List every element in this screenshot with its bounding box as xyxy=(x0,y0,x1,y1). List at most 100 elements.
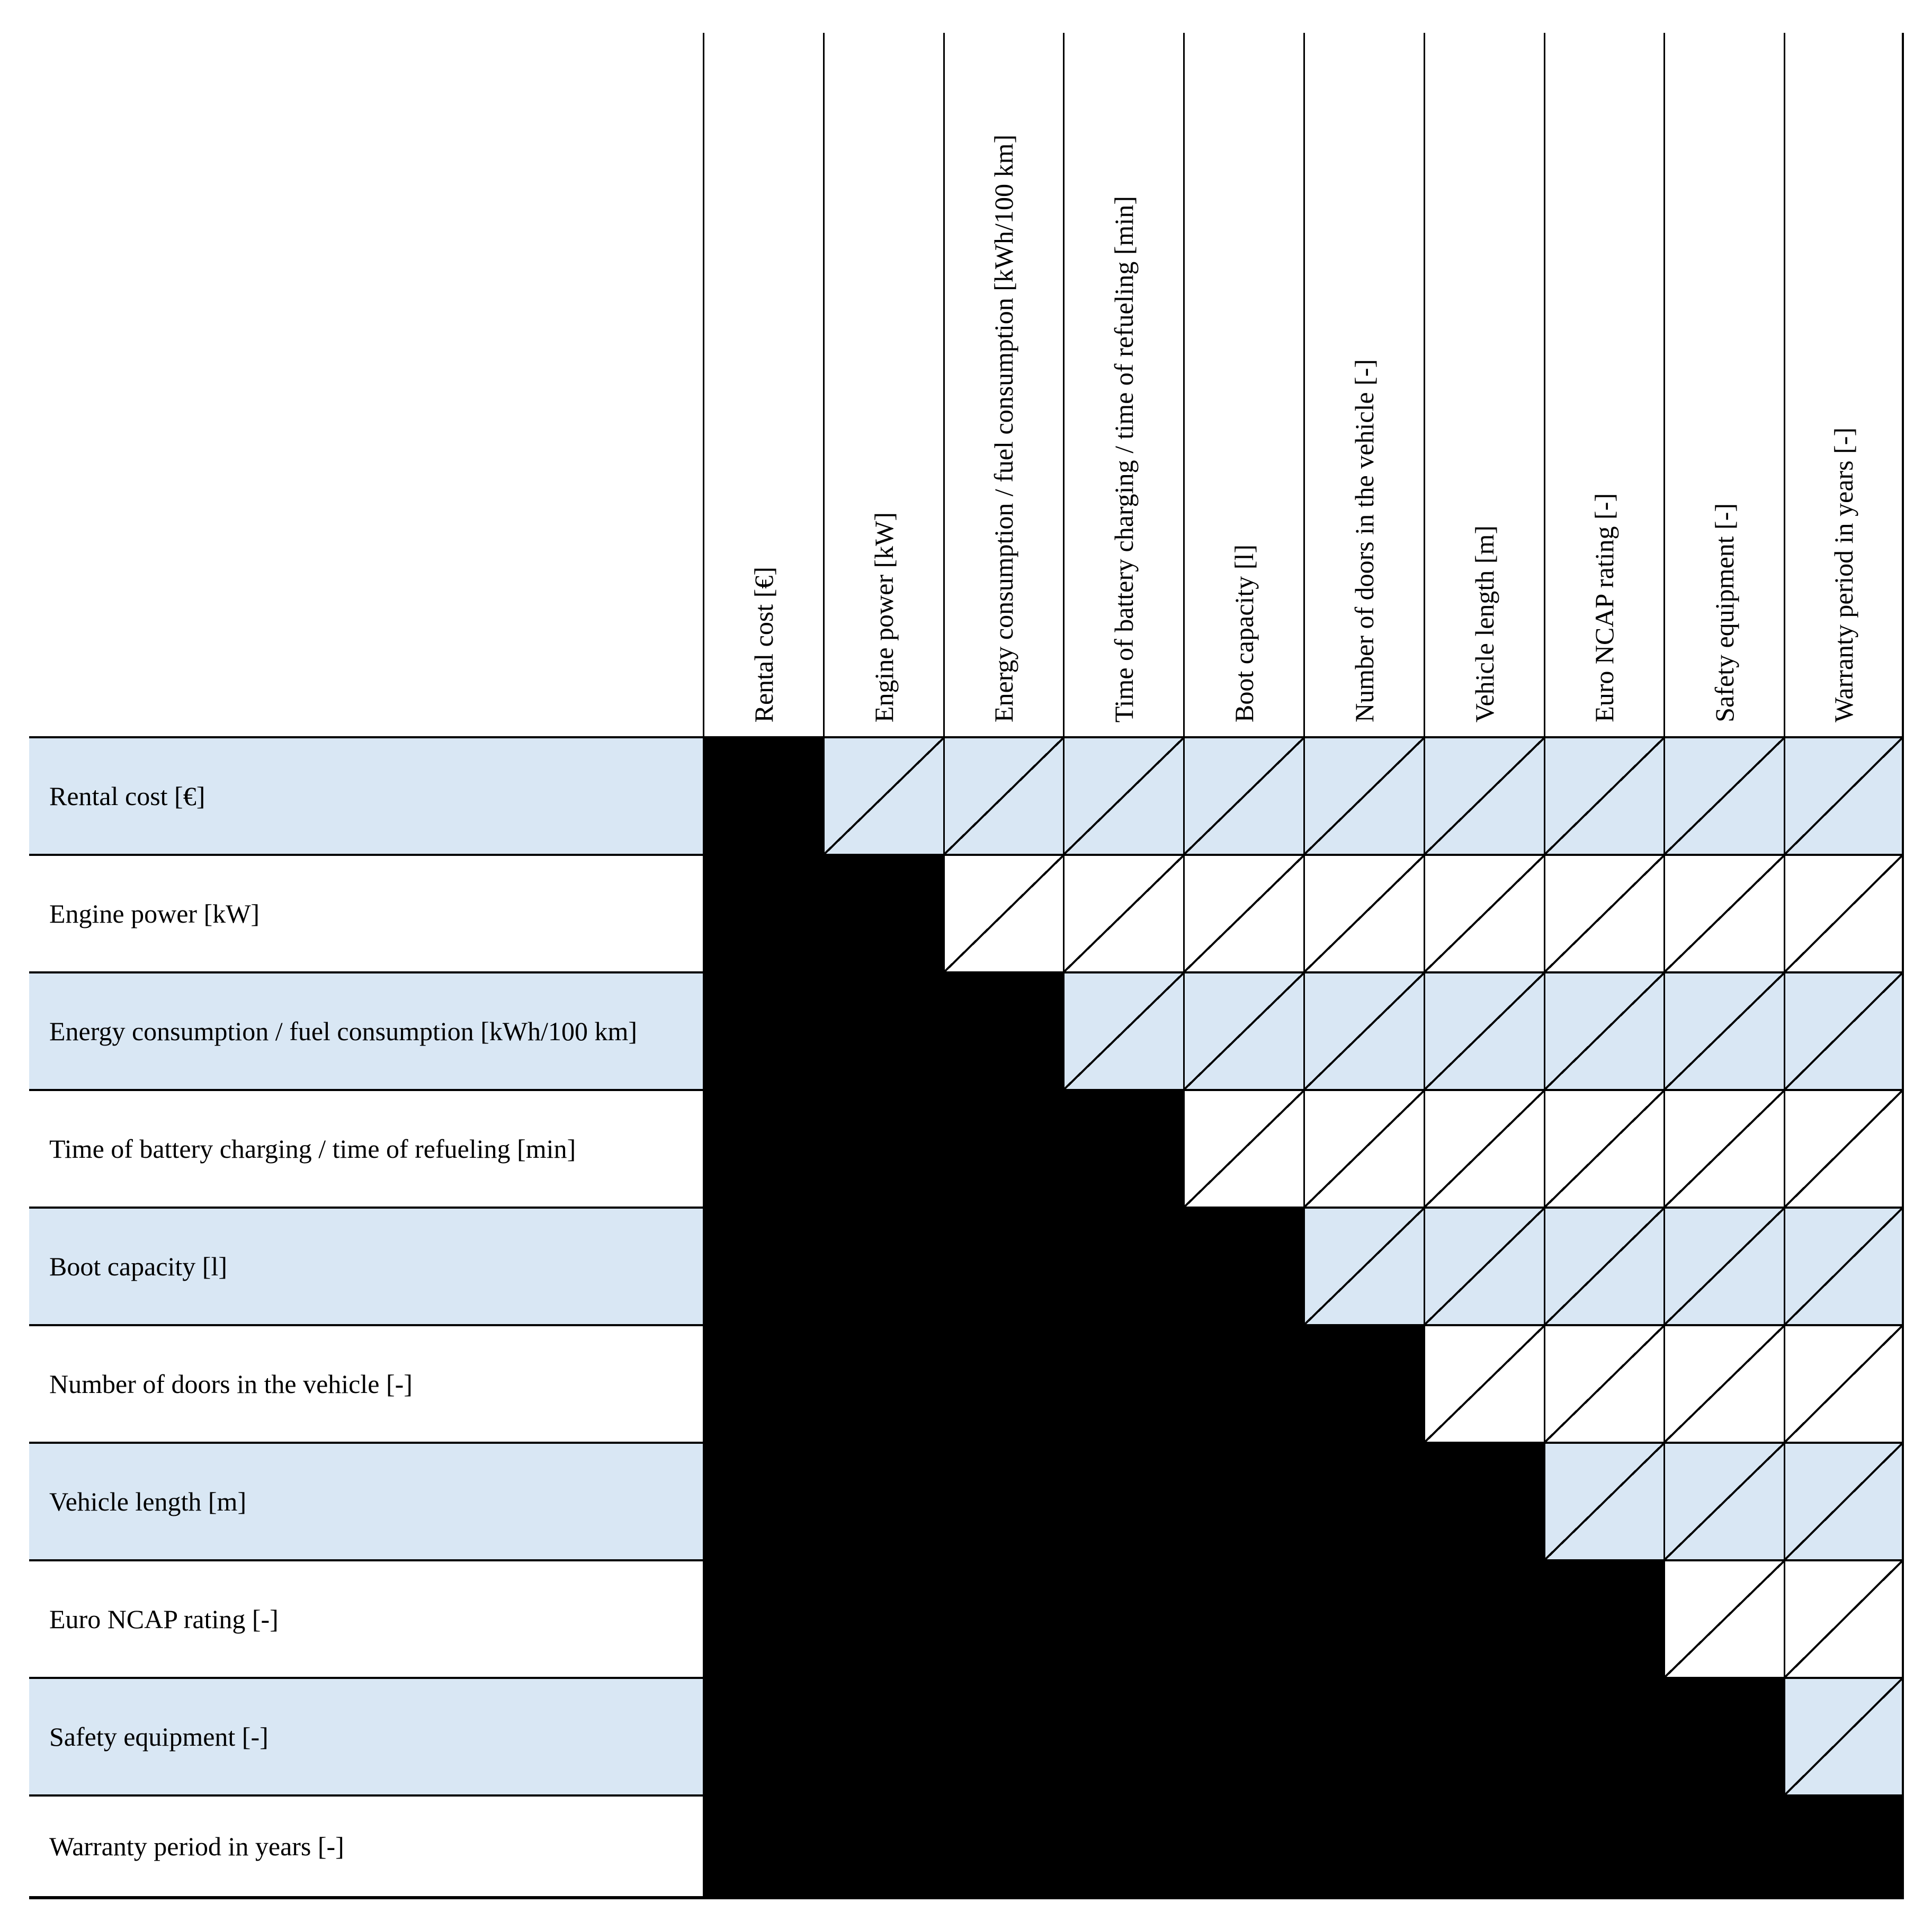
column-header-label: Euro NCAP rating [-] xyxy=(1589,493,1620,722)
matrix-cell-black-r9-c5 xyxy=(1183,1677,1303,1794)
criteria-comparison-table: Rental cost [€] Engine power [kW] Energy c… xyxy=(29,33,1904,1899)
column-header-cell-8: Euro NCAP rating [-] xyxy=(1543,33,1664,736)
matrix-cell-diagonal-r8-c9 xyxy=(1663,1559,1784,1677)
row-label: Engine power [kW] xyxy=(49,899,260,928)
matrix-cell-diagonal-r3-c6 xyxy=(1303,971,1424,1089)
matrix-cell-diagonal-r5-c10 xyxy=(1784,1207,1904,1324)
matrix-cell-diagonal-r2-c6 xyxy=(1303,854,1424,971)
row-label-cell-3: Energy consumption / fuel consumption [k… xyxy=(29,971,703,1089)
matrix-cell-diagonal-r7-c10 xyxy=(1784,1442,1904,1559)
matrix-cell-diagonal-r1-c10 xyxy=(1784,736,1904,854)
matrix-cell-black-r1-c1 xyxy=(703,736,823,854)
matrix-cell-black-r10-c4 xyxy=(1063,1794,1184,1899)
column-header-label: Energy consumption / fuel consumption [k… xyxy=(989,134,1019,722)
matrix-cell-black-r8-c6 xyxy=(1303,1559,1424,1677)
column-header-cell-4: Time of battery charging / time of refue… xyxy=(1063,33,1183,736)
matrix-cell-diagonal-r1-c8 xyxy=(1543,736,1664,854)
column-header-cell-7: Vehicle length [m] xyxy=(1423,33,1544,736)
row-label-cell-9: Safety equipment [-] xyxy=(29,1677,703,1794)
matrix-cell-black-r2-c2 xyxy=(822,854,943,971)
matrix-cell-diagonal-r6-c8 xyxy=(1543,1324,1664,1442)
matrix-cell-diagonal-r4-c9 xyxy=(1663,1089,1784,1207)
matrix-cell-black-r8-c5 xyxy=(1183,1559,1303,1677)
matrix-cell-diagonal-r1-c7 xyxy=(1423,736,1544,854)
matrix-cell-black-r3-c1 xyxy=(703,971,823,1089)
matrix-cell-black-r6-c3 xyxy=(943,1324,1063,1442)
matrix-cell-diagonal-r3-c9 xyxy=(1663,971,1784,1089)
matrix-cell-black-r4-c1 xyxy=(703,1089,823,1207)
matrix-cell-diagonal-r6-c10 xyxy=(1784,1324,1904,1442)
matrix-cell-black-r9-c4 xyxy=(1063,1677,1184,1794)
matrix-cell-black-r8-c8 xyxy=(1543,1559,1664,1677)
matrix-cell-black-r10-c5 xyxy=(1183,1794,1303,1899)
matrix-cell-diagonal-r6-c9 xyxy=(1663,1324,1784,1442)
matrix-cell-diagonal-r1-c6 xyxy=(1303,736,1424,854)
matrix-cell-black-r6-c4 xyxy=(1063,1324,1184,1442)
matrix-cell-diagonal-r2-c8 xyxy=(1543,854,1664,971)
column-header-label: Warranty period in years [-] xyxy=(1829,427,1859,722)
matrix-cell-diagonal-r3-c7 xyxy=(1423,971,1544,1089)
matrix-cell-black-r7-c3 xyxy=(943,1442,1063,1559)
matrix-cell-black-r8-c1 xyxy=(703,1559,823,1677)
matrix-cell-diagonal-r5-c6 xyxy=(1303,1207,1424,1324)
column-header-label: Vehicle length [m] xyxy=(1469,525,1499,722)
matrix-cell-diagonal-r1-c3 xyxy=(943,736,1063,854)
matrix-cell-black-r9-c6 xyxy=(1303,1677,1424,1794)
matrix-cell-diagonal-r3-c8 xyxy=(1543,971,1664,1089)
column-header-label: Time of battery charging / time of refue… xyxy=(1109,195,1139,722)
matrix-cell-diagonal-r3-c5 xyxy=(1183,971,1303,1089)
matrix-cell-black-r7-c6 xyxy=(1303,1442,1424,1559)
matrix-cell-diagonal-r2-c5 xyxy=(1183,854,1303,971)
matrix-cell-black-r8-c4 xyxy=(1063,1559,1184,1677)
matrix-cell-diagonal-r2-c7 xyxy=(1423,854,1544,971)
matrix-cell-diagonal-r4-c10 xyxy=(1784,1089,1904,1207)
matrix-cell-diagonal-r9-c10 xyxy=(1784,1677,1904,1794)
column-header-cell-2: Engine power [kW] xyxy=(822,33,943,736)
row-label-cell-7: Vehicle length [m] xyxy=(29,1442,703,1559)
matrix-cell-diagonal-r4-c6 xyxy=(1303,1089,1424,1207)
matrix-cell-black-r6-c1 xyxy=(703,1324,823,1442)
column-header-label: Engine power [kW] xyxy=(869,512,899,722)
column-header-label: Boot capacity [l] xyxy=(1229,544,1259,722)
column-header-label: Number of doors in the vehicle [-] xyxy=(1349,359,1379,722)
row-label: Warranty period in years [-] xyxy=(49,1831,344,1861)
matrix-cell-diagonal-r4-c8 xyxy=(1543,1089,1664,1207)
row-label: Vehicle length [m] xyxy=(49,1487,247,1516)
matrix-cell-diagonal-r3-c4 xyxy=(1063,971,1184,1089)
matrix-cell-black-r10-c2 xyxy=(822,1794,943,1899)
matrix-cell-black-r9-c7 xyxy=(1423,1677,1544,1794)
matrix-cell-black-r7-c2 xyxy=(822,1442,943,1559)
matrix-cell-black-r10-c10 xyxy=(1784,1794,1904,1899)
matrix-cell-diagonal-r2-c10 xyxy=(1784,854,1904,971)
column-header-cell-5: Boot capacity [l] xyxy=(1183,33,1303,736)
column-header-cell-6: Number of doors in the vehicle [-] xyxy=(1303,33,1424,736)
matrix-cell-black-r2-c1 xyxy=(703,854,823,971)
matrix-cell-black-r6-c5 xyxy=(1183,1324,1303,1442)
matrix-cell-diagonal-r2-c4 xyxy=(1063,854,1184,971)
matrix-cell-black-r8-c2 xyxy=(822,1559,943,1677)
matrix-cell-black-r5-c1 xyxy=(703,1207,823,1324)
matrix-cell-diagonal-r4-c5 xyxy=(1183,1089,1303,1207)
matrix-cell-black-r9-c3 xyxy=(943,1677,1063,1794)
matrix-cell-diagonal-r1-c2 xyxy=(822,736,943,854)
matrix-cell-black-r7-c7 xyxy=(1423,1442,1544,1559)
matrix-cell-black-r8-c7 xyxy=(1423,1559,1544,1677)
row-label-cell-10: Warranty period in years [-] xyxy=(29,1794,703,1899)
matrix-cell-black-r3-c3 xyxy=(943,971,1063,1089)
row-label: Boot capacity [l] xyxy=(49,1252,227,1281)
matrix-cell-black-r5-c5 xyxy=(1183,1207,1303,1324)
matrix-cell-black-r5-c3 xyxy=(943,1207,1063,1324)
matrix-cell-diagonal-r2-c9 xyxy=(1663,854,1784,971)
matrix-cell-diagonal-r1-c9 xyxy=(1663,736,1784,854)
matrix-cell-black-r7-c5 xyxy=(1183,1442,1303,1559)
column-header-label: Safety equipment [-] xyxy=(1710,503,1740,722)
matrix-cell-diagonal-r6-c7 xyxy=(1423,1324,1544,1442)
column-header-cell-3: Energy consumption / fuel consumption [k… xyxy=(943,33,1063,736)
row-label-cell-5: Boot capacity [l] xyxy=(29,1207,703,1324)
matrix-cell-diagonal-r3-c10 xyxy=(1784,971,1904,1089)
header-corner-cell xyxy=(29,33,703,736)
matrix-cell-black-r10-c6 xyxy=(1303,1794,1424,1899)
row-label: Rental cost [€] xyxy=(49,781,205,811)
matrix-cell-black-r4-c2 xyxy=(822,1089,943,1207)
column-header-label: Rental cost [€] xyxy=(748,566,779,722)
